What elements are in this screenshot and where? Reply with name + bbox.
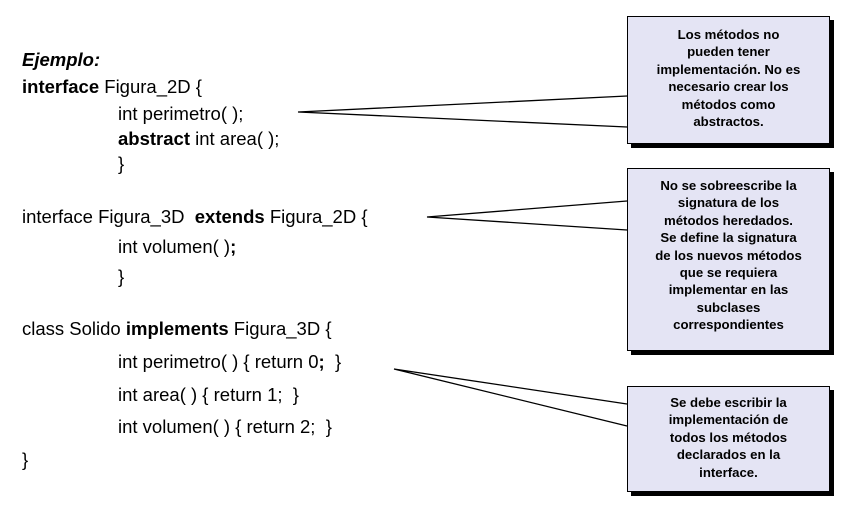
code-text: } [324, 351, 342, 372]
code-line-5: interface Figura_3D extends Figura_2D { [22, 206, 368, 228]
callout-line: pueden tener [687, 44, 770, 60]
callout-line: abstractos. [693, 114, 764, 130]
callout-line: implementación. No es [656, 61, 801, 77]
code-text: int volumen( ) [118, 236, 231, 257]
code-line-10: int area( ) { return 1; } [118, 384, 299, 405]
callout-line: todos los métodos [669, 429, 788, 445]
connector-2 [426, 200, 628, 231]
code-line-7: } [118, 266, 125, 287]
callout-box-3: Se debe escribir la implementación de to… [627, 386, 830, 492]
code-line-1: interface Figura_2D { [22, 76, 202, 98]
code-line-4: } [118, 153, 125, 174]
callout-line: No se sobreescribe la [660, 178, 797, 193]
code-text: int perimetro( ) { return 0 [118, 351, 319, 372]
callout-line: métodos heredados. [664, 212, 793, 228]
code-line-9: int perimetro( ) { return 0; } [118, 351, 341, 373]
code-text: int area( ); [189, 128, 280, 149]
callout-line: subclases [696, 299, 761, 315]
code-text: interface Figura_3D [22, 206, 195, 227]
callout-line: métodos como [681, 96, 776, 112]
keyword: implements [125, 318, 229, 339]
callout-line: que se requiera [679, 265, 778, 281]
code-line-3: abstract int area( ); [118, 128, 279, 150]
keyword: interface [22, 76, 100, 97]
connector-3 [393, 368, 628, 427]
example-title: Ejemplo: [22, 49, 101, 70]
callout-line: declarados en la [676, 447, 781, 463]
keyword: extends [194, 206, 265, 227]
code-line-8: class Solido implements Figura_3D { [22, 318, 332, 340]
connector-1 [297, 95, 628, 128]
code-text: Figura_2D { [264, 206, 368, 227]
code-line-11: int volumen( ) { return 2; } [118, 416, 332, 437]
callout-line: signatura de los [677, 195, 780, 211]
code-line-2: int perimetro( ); [118, 103, 244, 124]
code-text: Figura_2D { [99, 76, 202, 97]
code-text: class Solido [22, 318, 126, 339]
code-line-12: } [22, 449, 29, 470]
callout-line: implementar en las [668, 282, 789, 298]
keyword: ; [230, 236, 237, 257]
callout-line: interface. [699, 464, 758, 480]
callout-box-1: Los métodos no pueden tener implementaci… [627, 16, 830, 144]
callout-line: Se debe escribir la [670, 395, 787, 410]
callout-line: de los nuevos métodos [655, 247, 802, 263]
code-text: Figura_3D { [228, 318, 332, 339]
callout-line: implementación de [668, 412, 789, 428]
code-line-6: int volumen( ); [118, 236, 236, 258]
callout-line: necesario crear los [668, 79, 789, 95]
callout-line: Los métodos no [677, 27, 780, 42]
callout-line: correspondientes [673, 317, 784, 333]
keyword: abstract [118, 128, 190, 149]
callout-line: Se define la signatura [660, 230, 797, 246]
callout-box-2: No se sobreescribe la signatura de los m… [627, 168, 830, 351]
keyword: ; [318, 351, 325, 372]
